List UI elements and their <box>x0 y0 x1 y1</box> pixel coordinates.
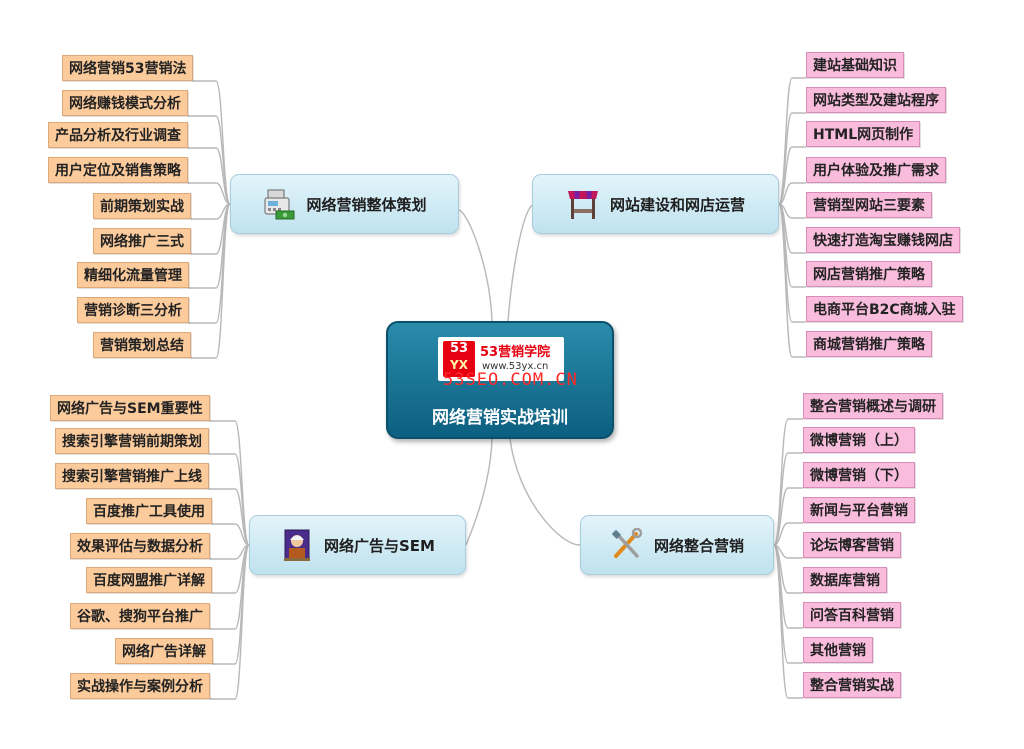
bl-item-9: 实战操作与案例分析 <box>70 673 210 699</box>
center-to-top-right <box>507 204 533 322</box>
tl-item-5: 前期策划实战 <box>93 193 191 219</box>
logo-badge: 53 YX <box>443 341 475 377</box>
center-to-bottom-left <box>465 438 493 546</box>
center-to-bottom-right <box>509 438 581 546</box>
tl-connector-9 <box>191 203 231 359</box>
branch-top-left: 网络营销整体策划 <box>230 174 459 234</box>
branch-top-right: 网站建设和网店运营 <box>532 174 779 234</box>
bl-connector-4 <box>212 523 250 546</box>
br-connector-8 <box>773 544 803 664</box>
logo-url: www.53yx.cn <box>482 361 549 372</box>
tl-connector-2 <box>188 115 231 205</box>
tools-icon <box>610 527 644 562</box>
tr-connector-7 <box>778 203 806 288</box>
tr-item-2: 网站类型及建站程序 <box>806 87 946 113</box>
tr-item-7: 网店营销推广策略 <box>806 261 932 287</box>
branch-bottom-right-label: 网络整合营销 <box>653 536 744 555</box>
branch-bottom-left: 网络广告与SEM <box>249 515 466 575</box>
tr-item-6: 快速打造淘宝赚钱网店 <box>806 227 960 253</box>
tl-item-4: 用户定位及销售策略 <box>48 157 188 183</box>
tr-connector-4 <box>778 182 806 205</box>
br-connector-9 <box>773 544 803 699</box>
bl-connector-5 <box>210 544 250 560</box>
br-item-9: 整合营销实战 <box>803 672 901 698</box>
bl-item-3: 搜索引擎营销推广上线 <box>55 463 209 489</box>
tr-item-9: 商城营销推广策略 <box>806 331 932 357</box>
bl-item-6: 百度网盟推广详解 <box>86 567 212 593</box>
logo-badge-bottom: YX <box>450 358 468 372</box>
tl-connector-3 <box>188 147 231 205</box>
branch-bottom-left-label: 网络广告与SEM <box>324 536 435 555</box>
tl-connector-4 <box>188 182 231 205</box>
br-connector-3 <box>773 487 803 546</box>
watermark: 53SEO.COM.CN <box>443 370 578 390</box>
bl-item-4: 百度推广工具使用 <box>86 498 212 524</box>
tl-item-9: 营销策划总结 <box>93 332 191 358</box>
tr-item-3: HTML网页制作 <box>806 121 921 147</box>
br-item-6: 数据库营销 <box>803 567 887 593</box>
central-topic: 53 YX 53营销学院 www.53yx.cn 53SEO.COM.CN 网络… <box>386 321 614 439</box>
worker-portrait-icon <box>280 528 314 562</box>
logo: 53 YX 53营销学院 www.53yx.cn <box>438 337 564 381</box>
bl-connector-9 <box>210 544 250 700</box>
tl-item-8: 营销诊断三分析 <box>77 297 189 323</box>
tr-item-8: 电商平台B2C商城入驻 <box>806 296 963 322</box>
tr-item-4: 用户体验及推广需求 <box>806 157 946 183</box>
logo-badge-top: 53 <box>449 341 469 356</box>
market-stall-icon <box>566 187 600 221</box>
tl-item-2: 网络赚钱模式分析 <box>62 90 188 116</box>
br-connector-4 <box>773 522 803 546</box>
cash-register-icon <box>262 187 296 221</box>
branch-top-left-label: 网络营销整体策划 <box>306 195 427 214</box>
br-item-7: 问答百科营销 <box>803 602 901 628</box>
branch-top-right-label: 网站建设和网店运营 <box>609 195 745 214</box>
tl-item-6: 网络推广三式 <box>93 228 191 254</box>
bl-item-1: 网络广告与SEM重要性 <box>50 395 210 421</box>
bl-item-5: 效果评估与数据分析 <box>70 533 210 559</box>
central-title: 网络营销实战培训 <box>432 408 568 428</box>
br-item-4: 新闻与平台营销 <box>803 497 915 523</box>
bl-item-2: 搜索引擎营销前期策划 <box>55 428 209 454</box>
tr-item-1: 建站基础知识 <box>806 52 904 78</box>
br-item-3: 微博营销（下） <box>803 462 915 488</box>
br-item-5: 论坛博客营销 <box>803 532 901 558</box>
tl-item-1: 网络营销53营销法 <box>62 55 194 81</box>
bl-item-8: 网络广告详解 <box>115 638 213 664</box>
br-item-8: 其他营销 <box>803 637 873 663</box>
bl-item-7: 谷歌、搜狗平台推广 <box>70 603 210 629</box>
tr-connector-3 <box>778 146 806 205</box>
br-item-2: 微博营销（上） <box>803 427 915 453</box>
logo-name: 53营销学院 <box>480 345 551 360</box>
bl-connector-3 <box>209 488 250 546</box>
tl-item-7: 精细化流量管理 <box>77 262 189 288</box>
tr-item-5: 营销型网站三要素 <box>806 192 932 218</box>
branch-bottom-right: 网络整合营销 <box>580 515 774 575</box>
tl-item-3: 产品分析及行业调查 <box>48 122 188 148</box>
tl-connector-5 <box>191 203 231 220</box>
tr-connector-9 <box>778 203 806 358</box>
br-item-1: 整合营销概述与调研 <box>803 393 943 419</box>
center-to-top-left <box>458 209 493 322</box>
